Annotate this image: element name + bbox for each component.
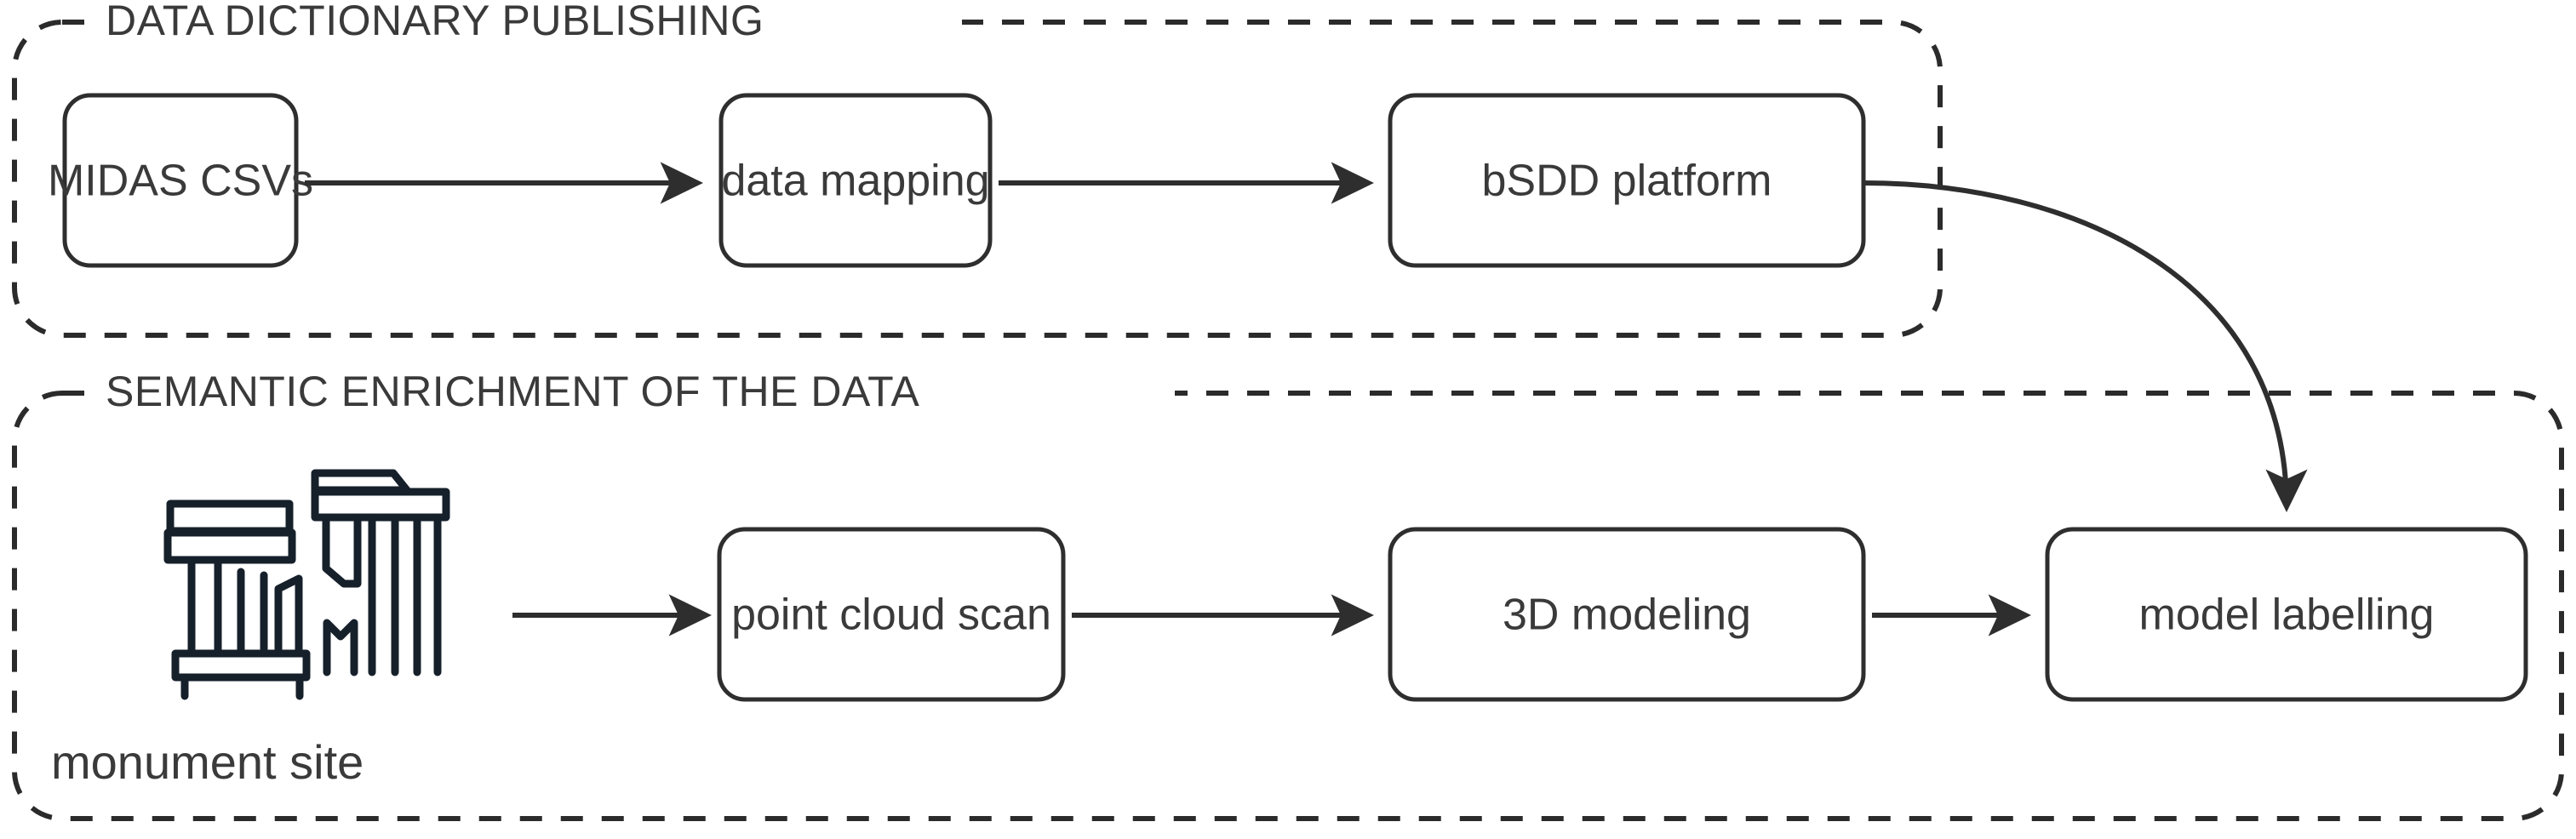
node-3d-modeling-label: 3D modeling — [1503, 591, 1751, 640]
node-midas-csvs[interactable]: MIDAS CSVs — [48, 93, 313, 268]
group-2-title: SEMANTIC ENRICHMENT OF THE DATA — [106, 368, 919, 415]
node-data-mapping-box[interactable] — [718, 93, 993, 268]
node-model-labelling-label: model labelling — [2139, 591, 2435, 640]
node-bsdd-platform-label: bSDD platform — [1482, 157, 1772, 206]
node-point-cloud-scan[interactable]: point cloud scan — [717, 527, 1066, 702]
group-semantic-enrichment: SEMANTIC ENRICHMENT OF THE DATA — [12, 368, 2564, 821]
group-data-dictionary-publishing: DATA DICTIONARY PUBLISHING — [12, 0, 1943, 338]
node-model-labelling-box[interactable] — [2045, 527, 2528, 702]
edge-bsdd-to-model-labelling — [1863, 180, 2308, 512]
monument-site-icon — [163, 469, 450, 700]
node-point-cloud-scan-label: point cloud scan — [731, 591, 1051, 640]
node-midas-csvs-label: MIDAS CSVs — [48, 157, 313, 206]
group-1-dashed-frame — [12, 20, 1943, 338]
group-2-dashed-frame — [12, 391, 2564, 821]
node-3d-modeling-box[interactable] — [1388, 527, 1866, 702]
node-data-mapping-label: data mapping — [721, 157, 989, 206]
node-bsdd-platform[interactable]: bSDD platform — [1388, 93, 1866, 268]
group-1-title: DATA DICTIONARY PUBLISHING — [106, 0, 764, 44]
group-1-title-mask — [94, 0, 962, 48]
monument-site-label: monument site — [51, 735, 364, 789]
group-2-title-mask — [94, 371, 1175, 419]
node-point-cloud-scan-box[interactable] — [717, 527, 1066, 702]
node-3d-modeling[interactable]: 3D modeling — [1388, 527, 1866, 702]
node-data-mapping[interactable]: data mapping — [718, 93, 993, 268]
node-midas-csvs-box[interactable] — [62, 93, 299, 268]
node-model-labelling[interactable]: model labelling — [2045, 527, 2528, 702]
